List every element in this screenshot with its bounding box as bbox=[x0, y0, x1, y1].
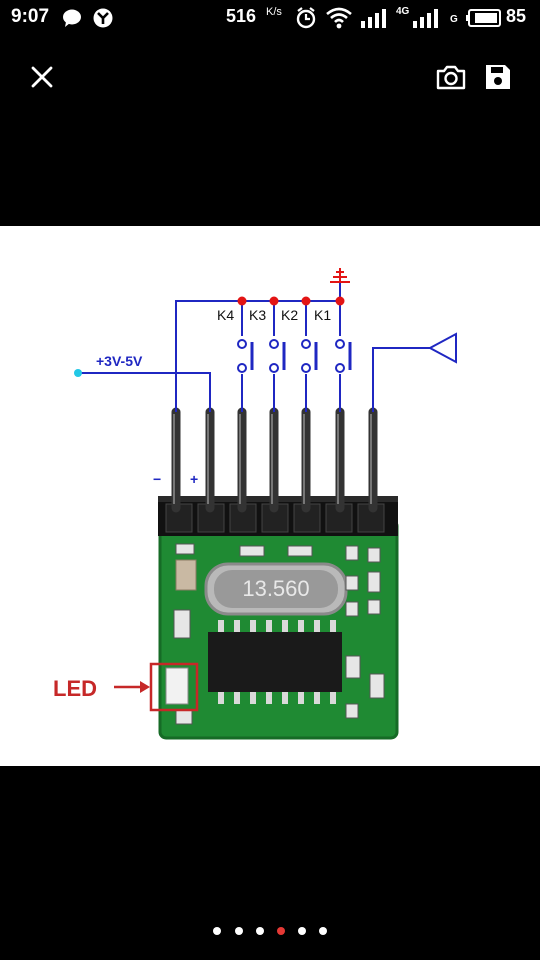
crystal-frequency-label: 13.560 bbox=[242, 576, 309, 601]
pager-dot[interactable] bbox=[256, 927, 264, 935]
supply-terminal bbox=[74, 369, 82, 377]
key-label-k3: K3 bbox=[249, 307, 266, 323]
close-icon[interactable] bbox=[26, 61, 58, 93]
push-buttons bbox=[237, 339, 352, 373]
smd-components bbox=[173, 543, 385, 725]
battery-icon bbox=[466, 9, 501, 27]
pin-minus-label: − bbox=[153, 471, 161, 487]
net-speed-unit: K/s bbox=[266, 6, 282, 18]
schematic-wires bbox=[78, 281, 457, 412]
led-arrow bbox=[140, 681, 150, 693]
camera-icon[interactable] bbox=[435, 61, 467, 93]
signal-bars-icon bbox=[361, 9, 386, 28]
alarm-icon bbox=[296, 7, 316, 29]
status-time: 9:07 bbox=[11, 6, 50, 27]
encoder-chip bbox=[208, 632, 342, 692]
pager-dot[interactable] bbox=[213, 927, 221, 935]
network-type-g: G bbox=[450, 14, 458, 25]
wire-junctions bbox=[237, 296, 345, 306]
save-icon[interactable] bbox=[482, 61, 514, 93]
led-callout-label: LED bbox=[53, 676, 97, 701]
app-notification-icon bbox=[93, 8, 113, 28]
pager-dot[interactable] bbox=[319, 927, 327, 935]
image-viewer[interactable]: +3V-5V K4 K3 K2 K1 − + 13.560 bbox=[0, 226, 540, 766]
image-pager bbox=[0, 924, 540, 938]
viewer-toolbar bbox=[0, 50, 540, 102]
inductor bbox=[175, 559, 197, 591]
module-diagram-image: +3V-5V K4 K3 K2 K1 − + 13.560 bbox=[53, 268, 457, 740]
key-label-k4: K4 bbox=[217, 307, 234, 323]
led-component bbox=[165, 667, 189, 705]
network-type-4g: 4G bbox=[396, 6, 410, 17]
signal-bars-icon bbox=[413, 9, 438, 28]
net-speed: 516 bbox=[226, 6, 257, 26]
pin-plus-label: + bbox=[190, 471, 198, 487]
pager-dot[interactable] bbox=[235, 927, 243, 935]
header-pins bbox=[171, 407, 378, 513]
ground-symbol bbox=[330, 268, 350, 283]
led-highlight-box bbox=[149, 662, 199, 712]
pcb-board bbox=[160, 520, 397, 738]
battery-level: 85 bbox=[506, 6, 527, 26]
wifi-icon bbox=[326, 7, 352, 29]
chat-bubble-icon bbox=[63, 9, 81, 27]
status-bar: 9:07 516 K/s 4G G 85 bbox=[0, 0, 540, 36]
pager-dot[interactable] bbox=[298, 927, 306, 935]
key-label-k1: K1 bbox=[314, 307, 331, 323]
pager-dot-active[interactable] bbox=[277, 927, 285, 935]
key-label-k2: K2 bbox=[281, 307, 298, 323]
supply-voltage-label: +3V-5V bbox=[96, 353, 143, 369]
